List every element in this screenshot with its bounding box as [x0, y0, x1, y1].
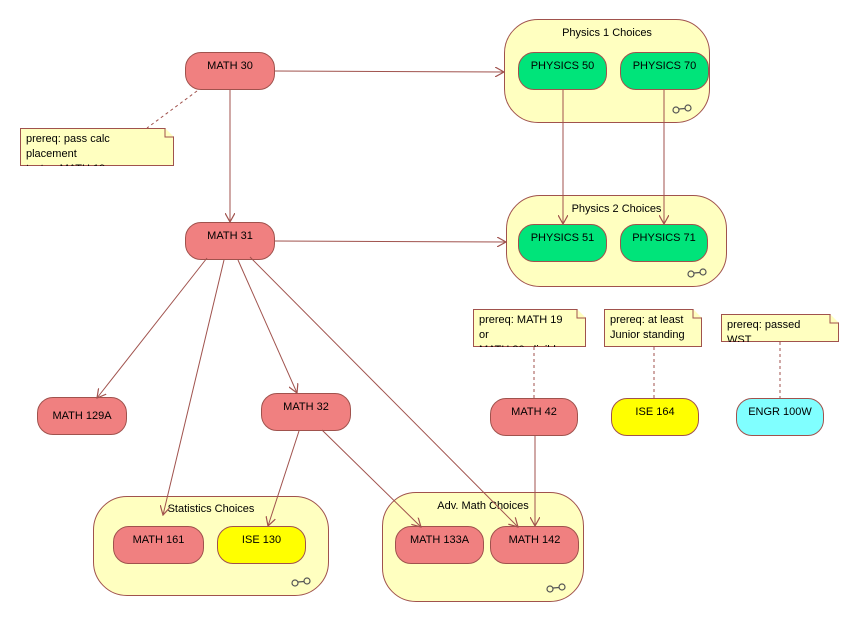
- note-ise-164-prereq: prereq: at least Junior standing: [604, 309, 702, 347]
- edge-math32-ise130: [268, 430, 300, 526]
- node-physics-71[interactable]: PHYSICS 71: [620, 224, 708, 262]
- node-label: MATH 133A: [409, 534, 470, 546]
- node-physics-51[interactable]: PHYSICS 51: [518, 224, 607, 262]
- group-title: Physics 2 Choices: [571, 203, 662, 215]
- note-line: Junior standing: [610, 329, 685, 341]
- node-label: PHYSICS 71: [632, 232, 696, 244]
- note-fold: [576, 309, 586, 319]
- group-title: Adv. Math Choices: [437, 500, 529, 512]
- node-engr-100w[interactable]: ENGR 100W: [736, 398, 824, 436]
- node-ise-130[interactable]: ISE 130: [217, 526, 306, 564]
- link-icon: [291, 577, 311, 587]
- node-ise-164[interactable]: ISE 164: [611, 398, 699, 436]
- note-line: prereq: at least: [610, 314, 684, 326]
- node-math-129a[interactable]: MATH 129A: [37, 397, 127, 435]
- note-fold: [164, 128, 174, 138]
- node-physics-50[interactable]: PHYSICS 50: [518, 52, 607, 90]
- edge-math31-math129a: [97, 257, 208, 398]
- node-label: ISE 130: [241, 534, 282, 546]
- edge-math31-math142: [249, 256, 518, 527]
- edge-math31-statistics: [163, 259, 225, 515]
- note-line: prereq: MATH 19 or: [479, 314, 563, 341]
- link-icon: [687, 268, 707, 278]
- node-math-32[interactable]: MATH 32: [261, 393, 351, 431]
- node-math-30[interactable]: MATH 30: [185, 52, 275, 90]
- node-physics-70[interactable]: PHYSICS 70: [620, 52, 709, 90]
- node-label: PHYSICS 51: [530, 232, 595, 244]
- node-math-42[interactable]: MATH 42: [490, 398, 578, 436]
- node-math-142[interactable]: MATH 142: [490, 526, 579, 564]
- node-label: MATH 30: [207, 60, 253, 72]
- node-math-161[interactable]: MATH 161: [113, 526, 204, 564]
- link-icon: [672, 104, 692, 114]
- node-label: MATH 161: [132, 534, 185, 546]
- node-label: MATH 129A: [52, 410, 112, 422]
- node-math-133a[interactable]: MATH 133A: [395, 526, 484, 564]
- node-label: MATH 32: [283, 401, 329, 413]
- group-title: Statistics Choices: [167, 503, 255, 515]
- link-icon: [546, 583, 566, 593]
- node-math-31[interactable]: MATH 31: [185, 222, 275, 260]
- node-label: MATH 142: [508, 534, 561, 546]
- note-fold: [829, 314, 839, 324]
- node-label: ENGR 100W: [748, 406, 812, 418]
- note-line: prereq: pass calc placement: [26, 133, 110, 160]
- node-label: MATH 31: [207, 230, 253, 242]
- edge-math30-physics1: [274, 71, 504, 72]
- group-title: Physics 1 Choices: [562, 27, 652, 39]
- edge-math32-math133a: [321, 429, 421, 527]
- note-connector: [146, 90, 198, 129]
- note-math-42-prereq: prereq: MATH 19 or MATH 30 eligible: [473, 309, 586, 347]
- edge-math31-physics2: [274, 241, 506, 242]
- node-label: PHYSICS 70: [632, 60, 697, 72]
- edge-math31-math32: [237, 259, 297, 393]
- node-label: MATH 42: [511, 406, 557, 418]
- note-fold: [692, 309, 702, 319]
- node-label: PHYSICS 50: [530, 60, 595, 72]
- node-label: ISE 164: [635, 406, 675, 418]
- note-folds: [164, 128, 839, 324]
